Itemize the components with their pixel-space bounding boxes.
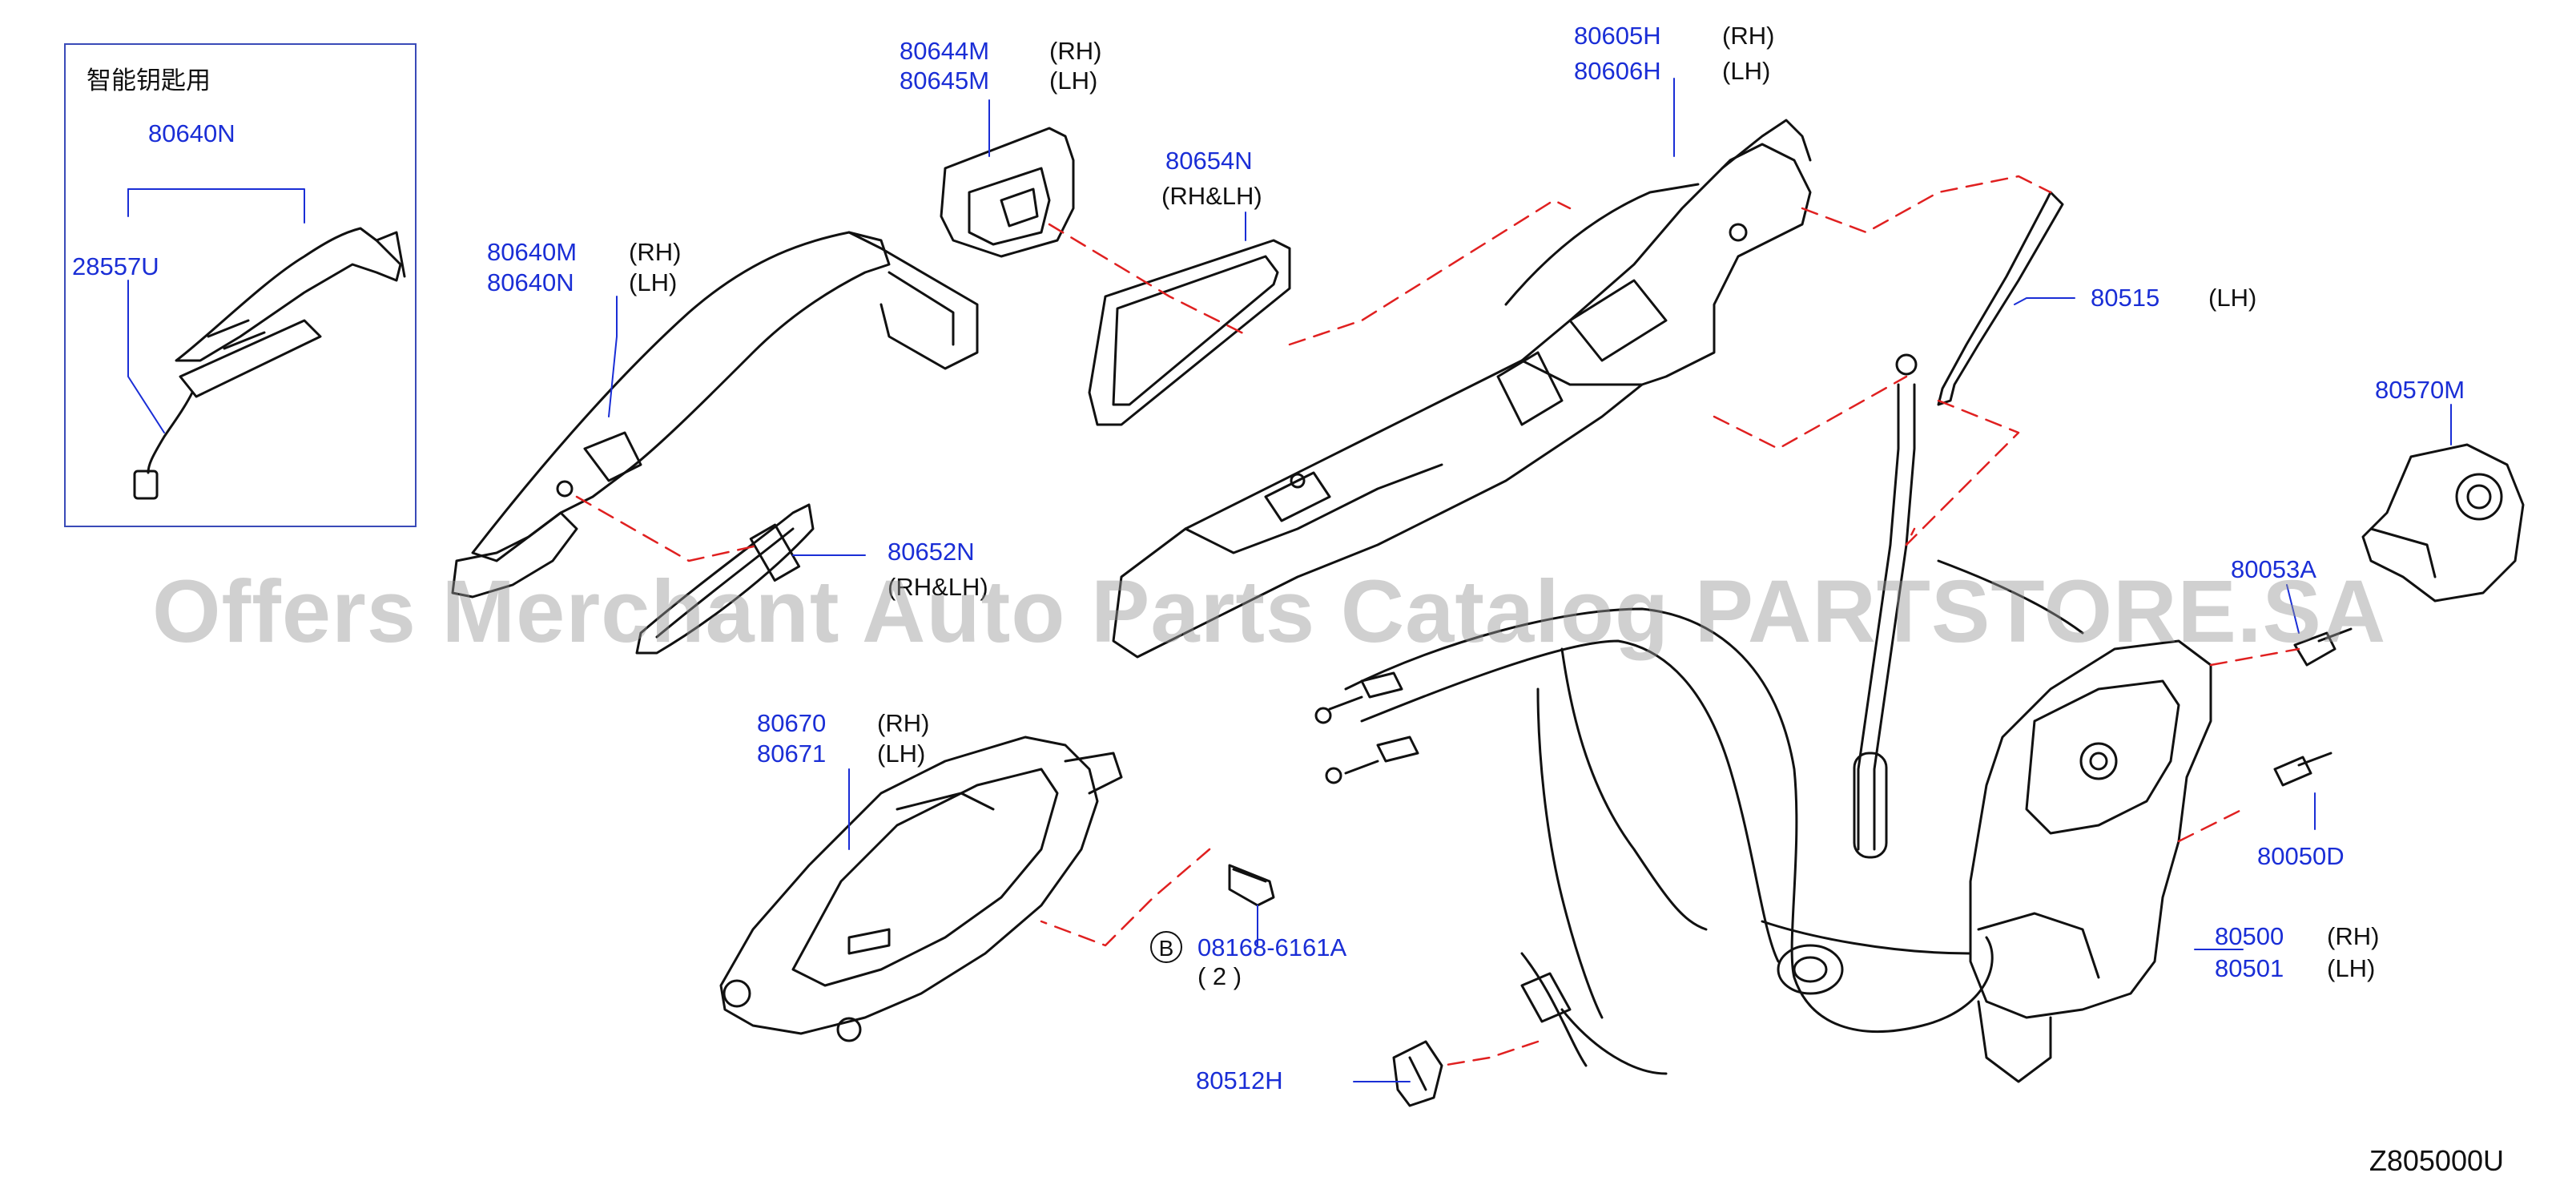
side-rh-80644M: (RH) — [1049, 37, 1102, 65]
part-leader-lines — [608, 78, 2452, 1082]
bolt-quantity: ( 2 ) — [1197, 962, 1242, 990]
part-label-80515[interactable]: 80515 — [2091, 284, 2160, 312]
outer-handle-drawing — [451, 231, 979, 599]
inset-leaders — [127, 188, 305, 433]
cables-drawing — [1314, 353, 2084, 1075]
side-rh-80640M: (RH) — [629, 238, 682, 266]
inside-handle-drawing — [719, 736, 1123, 1042]
part-label-80670[interactable]: 80670 — [757, 709, 827, 737]
part-label-80606H[interactable]: 80606H — [1574, 57, 1661, 85]
part-label-80640M[interactable]: 80640M — [487, 238, 578, 266]
part-label-80644M[interactable]: 80644M — [900, 37, 990, 65]
side-lh-80501: (LH) — [2327, 954, 2376, 982]
screw-80053A-drawing — [2293, 627, 2353, 667]
part-label-80501[interactable]: 80501 — [2215, 954, 2284, 982]
part-label-80570M[interactable]: 80570M — [2375, 376, 2465, 404]
clip-80512H-drawing — [1392, 1040, 1443, 1107]
striker-80570M-drawing — [2361, 443, 2525, 603]
part-label-80512H[interactable]: 80512H — [1196, 1066, 1283, 1094]
part-label-80640N[interactable]: 80640N — [487, 268, 574, 296]
side-lh-80606H: (LH) — [1722, 57, 1771, 85]
handle-cap-drawing — [940, 127, 1075, 258]
part-label-80053A[interactable]: 80053A — [2231, 555, 2316, 583]
screw-80050D-drawing — [2273, 752, 2332, 787]
smart-key-inset — [64, 43, 417, 527]
inset-handle-drawing — [133, 227, 406, 500]
gasket-80654N-drawing — [1088, 239, 1291, 426]
part-label-80050D[interactable]: 80050D — [2257, 842, 2345, 870]
handle-bracket-drawing — [1112, 119, 1812, 659]
lock-actuator-drawing — [1969, 639, 2212, 1083]
part-label-08168-6161A[interactable]: 08168-6161A — [1197, 933, 1347, 961]
part-label-80654N[interactable]: 80654N — [1165, 147, 1253, 175]
side-80654N: (RH&LH) — [1161, 182, 1262, 210]
bolt-08168-drawing — [1228, 864, 1275, 907]
figure-code: Z805000U — [2369, 1144, 2504, 1177]
part-label-inset-80640N[interactable]: 80640N — [148, 119, 235, 147]
side-rh-80605H: (RH) — [1722, 22, 1775, 50]
part-label-28557U[interactable]: 28557U — [72, 252, 159, 280]
part-label-80605H[interactable]: 80605H — [1574, 22, 1661, 50]
side-80652N: (RH&LH) — [888, 573, 988, 601]
side-lh-80645M: (LH) — [1049, 67, 1098, 95]
side-lh-80640N: (LH) — [629, 268, 678, 296]
side-lh-80671: (LH) — [877, 740, 926, 768]
bolt-type-badge: B — [1150, 931, 1182, 963]
dashed-reference-lines — [575, 175, 2300, 1067]
gasket-80652N-drawing — [635, 503, 815, 655]
part-label-80500[interactable]: 80500 — [2215, 922, 2284, 950]
side-rh-80500: (RH) — [2327, 922, 2380, 950]
inset-title: 智能钥匙用 — [87, 67, 211, 95]
watermark: Offers Merchant Auto Parts Catalog PARTS… — [152, 562, 2387, 661]
part-label-80652N[interactable]: 80652N — [888, 538, 975, 566]
side-80515: (LH) — [2208, 284, 2257, 312]
part-label-80645M[interactable]: 80645M — [900, 67, 990, 95]
part-label-80671[interactable]: 80671 — [757, 740, 827, 768]
side-rh-80670: (RH) — [877, 709, 930, 737]
